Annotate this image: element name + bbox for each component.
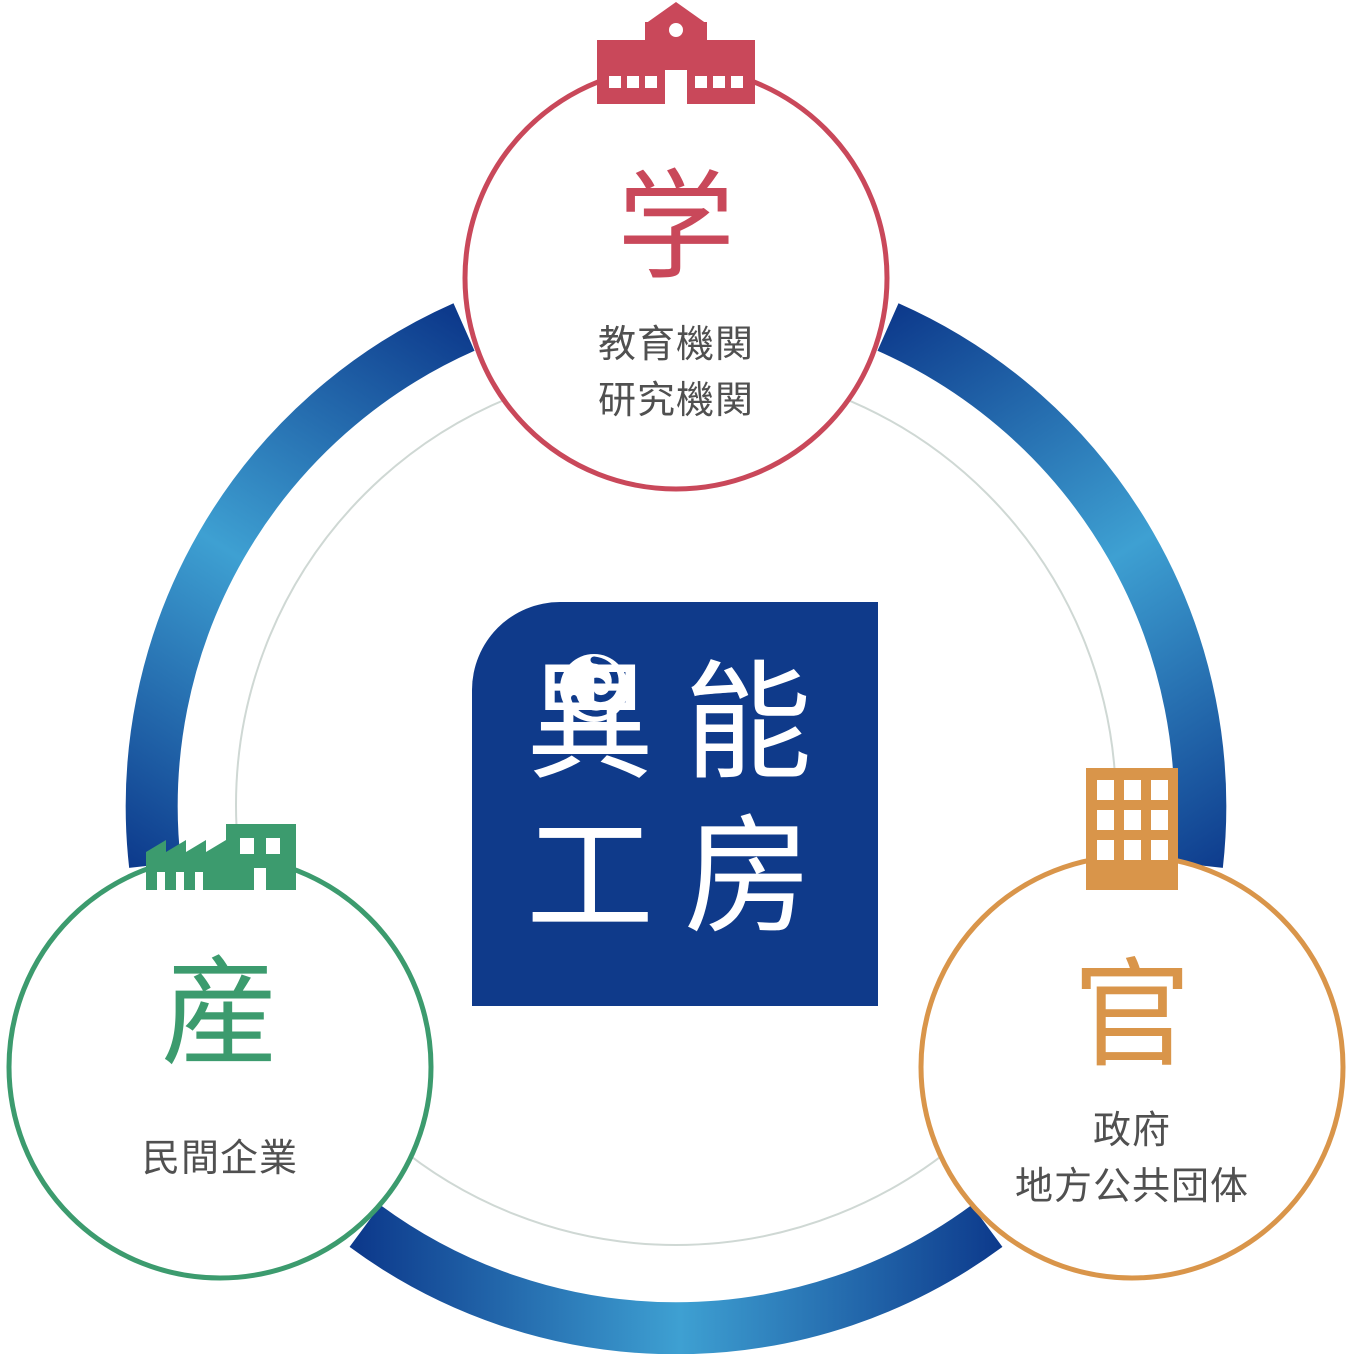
logo-char-4: 房 — [684, 803, 813, 952]
logo-char-1: 異 — [526, 649, 655, 798]
industry-line-1: 民間企業 — [141, 1136, 298, 1180]
ring-segment-top-right — [877, 303, 1227, 868]
government-description: 政府 地方公共団体 — [982, 1102, 1282, 1214]
inou-kobo-logo: 異 能 工 房 — [472, 602, 878, 1006]
office-building-icon — [1086, 768, 1178, 890]
industry-title: 産 — [160, 944, 279, 1082]
industry-description: 民間企業 — [70, 1130, 370, 1186]
government-line-1: 政府 — [1092, 1108, 1171, 1152]
factory-windows — [157, 838, 280, 890]
swirl-emblem-icon — [560, 654, 628, 722]
logo-char-3: 工 — [526, 803, 655, 952]
ring-segment-left — [125, 303, 475, 868]
academia-description: 教育機関 研究機関 — [526, 316, 826, 428]
school-windows — [609, 23, 743, 104]
academia-line-2: 研究機関 — [597, 378, 754, 422]
government-line-2: 地方公共団体 — [1014, 1164, 1249, 1208]
government-title: 官 — [1072, 946, 1191, 1084]
ring-segment-bottom — [349, 1205, 1003, 1354]
logo-char-2: 能 — [684, 649, 813, 798]
academia-line-1: 教育機関 — [597, 322, 754, 366]
academia-title: 学 — [616, 158, 735, 296]
